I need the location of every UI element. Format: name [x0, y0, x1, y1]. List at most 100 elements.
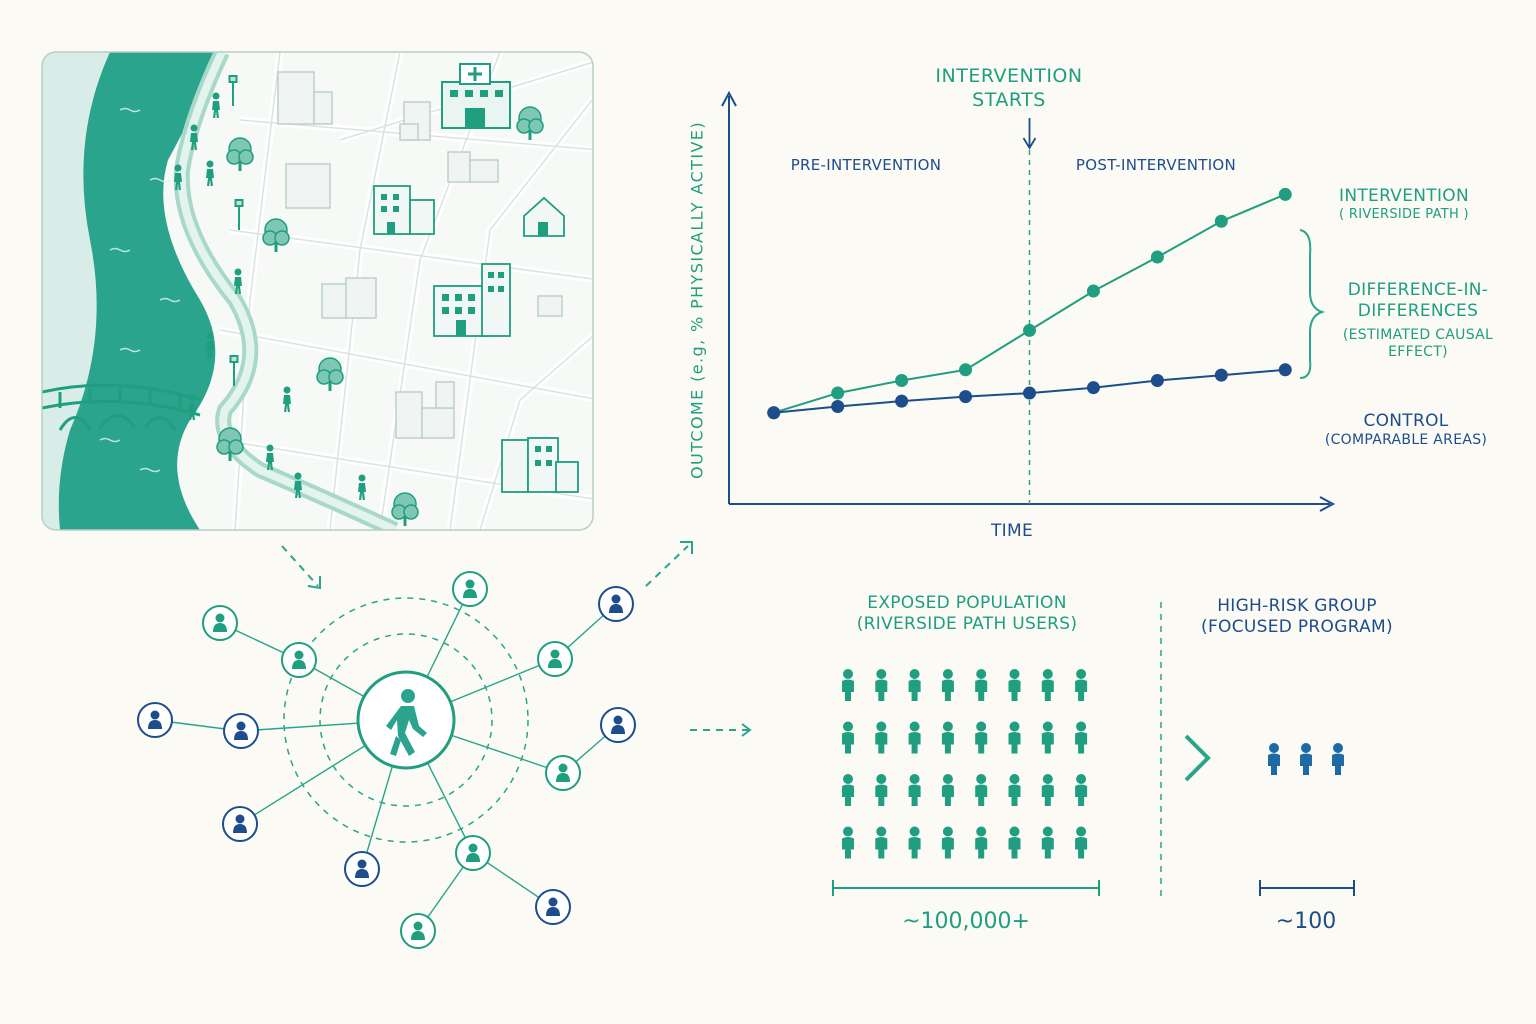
exposed-person-icon [975, 721, 988, 754]
high-risk-count: ~100 [1275, 909, 1337, 934]
exposed-person-icon [908, 669, 921, 701]
person-icon [535, 889, 571, 925]
exposed-person-icon [1041, 774, 1054, 806]
arrow-head-map [307, 576, 321, 590]
exposed-person-icon [908, 774, 921, 806]
person-icon [600, 707, 636, 743]
arrow-head-population [741, 723, 752, 737]
intervention-point [959, 363, 973, 377]
social-network [137, 571, 636, 949]
exposed-person-icon [875, 774, 888, 806]
exposed-person-icon [1075, 774, 1088, 806]
person-icon [452, 571, 488, 607]
intervention-arrow [1022, 118, 1037, 150]
person-icon [344, 851, 380, 887]
exposed-person-icon [1041, 721, 1054, 754]
flow-arrows [281, 545, 748, 731]
exposed-person-icon [1041, 669, 1054, 701]
exposed-person-icon [842, 669, 854, 701]
intervention-legend: INTERVENTION ( RIVERSIDE PATH ) [1339, 186, 1469, 223]
intervention-point [1023, 323, 1036, 337]
person-icon [202, 605, 238, 641]
exposed-person-icon [908, 721, 921, 754]
map-frame [41, 51, 594, 531]
exposed-person-icon [1008, 669, 1021, 701]
exposed-person-icon [1075, 669, 1088, 701]
exposed-person-icon [975, 669, 988, 701]
person-icon [222, 806, 258, 842]
intervention-point [1278, 187, 1292, 201]
control-point [831, 399, 845, 413]
high-risk-group [1268, 743, 1344, 775]
exposed-person-icon [1008, 826, 1021, 859]
exposed-person-icon [1075, 721, 1088, 754]
person-icon [400, 913, 436, 949]
person-icon [537, 641, 573, 677]
exposed-person-icon [908, 826, 921, 859]
exposed-person-icon [875, 721, 888, 754]
arrow-head-chart [680, 541, 693, 554]
exposed-person-icon [1075, 826, 1088, 859]
control-point [895, 394, 909, 408]
intervention-point [1214, 214, 1228, 228]
chevron-right-icon [1184, 734, 1211, 782]
person-icon [223, 713, 259, 749]
exposed-population-title: EXPOSED POPULATION (RIVERSIDE PATH USERS… [856, 593, 1078, 635]
y-axis-label: OUTCOME (e.g, % PHYSICALLY ACTIVE) [687, 121, 707, 479]
exposed-person-icon [1008, 721, 1021, 754]
exposed-person-icon [842, 774, 854, 806]
control-point [1023, 386, 1036, 400]
x-axis-label: TIME [990, 521, 1034, 541]
intervention-point [1086, 284, 1100, 298]
network-nodes [137, 571, 636, 949]
control-point [1214, 368, 1228, 382]
person-icon [281, 642, 317, 678]
did-legend: DIFFERENCE-IN- DIFFERENCES (ESTIMATED CA… [1342, 280, 1494, 360]
exposed-person-icon [1008, 774, 1021, 806]
highrisk-bracket [1259, 880, 1355, 896]
intervention-point [1150, 250, 1164, 264]
exposed-person-icon [842, 721, 854, 754]
exposed-person-icon [1041, 826, 1054, 859]
series-layer [767, 187, 1292, 420]
walking-person-icon [386, 689, 427, 756]
post-intervention-label: POST-INTERVENTION [1075, 156, 1237, 174]
exposed-person-icon [941, 826, 954, 859]
control-point [959, 390, 973, 404]
high-risk-person-icon [1268, 743, 1280, 775]
intervention-point [895, 374, 909, 388]
control-point [767, 406, 781, 420]
intervention-starts-title: INTERVENTION STARTS [935, 65, 1083, 111]
exposed-person-icon [941, 669, 954, 701]
person-icon [598, 586, 634, 622]
exposed-person-icon [941, 721, 954, 754]
hospital-icon [441, 63, 511, 129]
exposed-population-grid [842, 669, 1088, 859]
exposed-person-icon [842, 826, 854, 859]
exposed-person-icon [875, 669, 888, 701]
influence-ring-inner [319, 633, 493, 807]
high-risk-person-icon [1300, 743, 1312, 775]
influence-ring-outer [283, 597, 529, 843]
person-icon [455, 835, 491, 871]
exposed-bracket [832, 880, 1100, 896]
high-risk-title: HIGH-RISK GROUP (FOCUSED PROGRAM) [1201, 596, 1393, 638]
exposed-count: ~100,000+ [902, 909, 1030, 934]
control-legend: CONTROL (COMPARABLE AREAS) [1324, 411, 1488, 449]
intervention-point [831, 386, 845, 400]
did-brace [1299, 229, 1326, 379]
exposed-person-icon [941, 774, 954, 806]
control-point [1086, 381, 1100, 395]
high-risk-person-icon [1332, 743, 1344, 775]
did-chart [721, 90, 1336, 512]
building-icon [277, 71, 563, 439]
exposed-person-icon [975, 774, 988, 806]
exposed-person-icon [875, 826, 888, 859]
control-point [1150, 374, 1164, 388]
city-map [41, 51, 594, 531]
control-point [1278, 363, 1292, 377]
exposed-person-icon [975, 826, 988, 859]
bridge [42, 383, 201, 431]
